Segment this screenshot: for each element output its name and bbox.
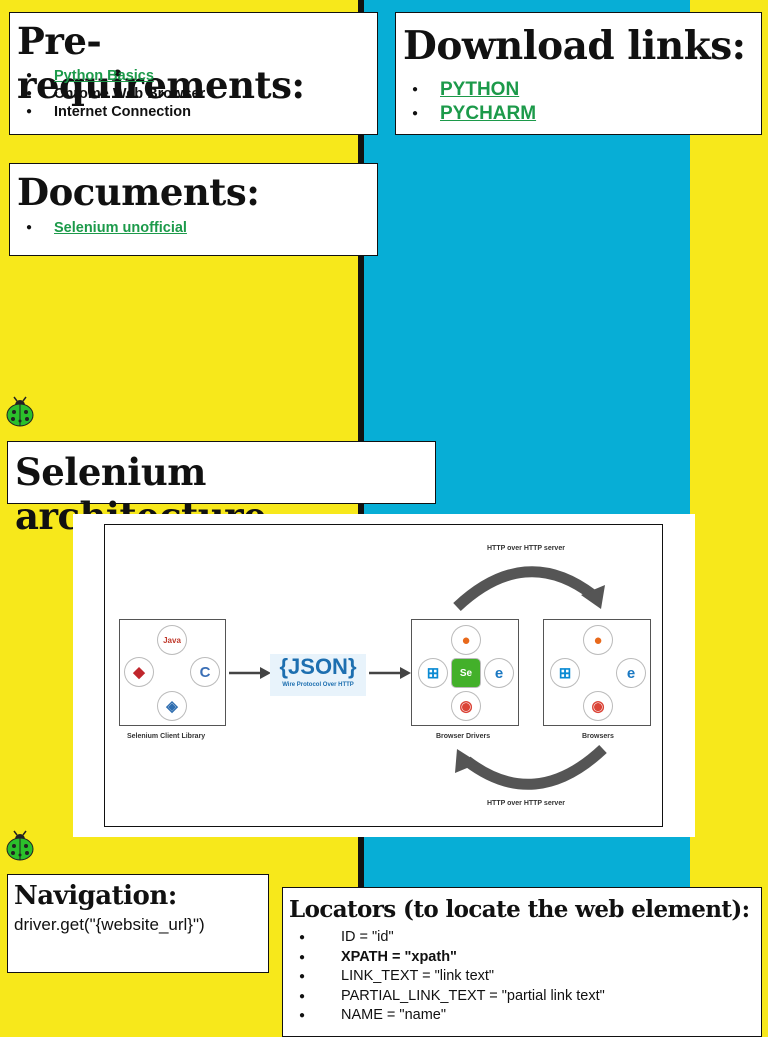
download-links-title: Download links:: [403, 23, 746, 69]
navigation-card: Navigation: driver.get("{website_url}"): [7, 874, 269, 973]
list-item: Python Basics: [10, 67, 205, 85]
navigation-title: Navigation:: [14, 881, 177, 911]
architecture-title-card: Selenium architecture: [7, 441, 436, 538]
arrow-top-curve: [453, 566, 605, 612]
navigation-code: driver.get("{website_url}"): [14, 915, 205, 934]
locators-list: ID = "id" XPATH = "xpath" LINK_TEXT = "l…: [283, 928, 605, 1026]
selenium-icon: Se: [452, 659, 480, 687]
csharp-icon: C: [191, 658, 219, 686]
selenium-unofficial-link[interactable]: Selenium unofficial: [54, 220, 187, 236]
json-text: {JSON}: [279, 654, 357, 679]
chrome-icon: ◉: [584, 692, 612, 720]
locators-card: Locators (to locate the web element): ID…: [282, 887, 762, 1037]
chrome-icon: ◉: [452, 692, 480, 720]
list-item: Selenium unofficial: [10, 219, 187, 237]
locators-title: Locators (to locate the web element):: [289, 896, 750, 923]
python-icon: ◈: [158, 692, 186, 720]
architecture-diagram-frame: HTTP over HTTP server Java ◆ C ◈ Seleniu…: [104, 524, 663, 827]
pycharm-download-link[interactable]: PYCHARM: [440, 103, 537, 124]
firefox-icon: ●: [452, 626, 480, 654]
firefox-icon: ●: [584, 626, 612, 654]
json-sub-text: Wire Protocol Over HTTP: [282, 682, 354, 688]
python-basics-link[interactable]: Python Basics: [54, 68, 154, 84]
list-item: PYCHARM: [396, 102, 536, 126]
documents-card: Documents: Selenium unofficial: [9, 163, 378, 256]
edge-icon: e: [617, 659, 645, 687]
pre-requirements-list: Python Basics Chrome Web Browser Interne…: [10, 67, 205, 121]
browsers-box: ● ⊞ e ◉: [543, 619, 651, 726]
ladybug-icon: [6, 396, 34, 427]
blue-column-background: [362, 0, 690, 1024]
list-item: PYTHON: [396, 78, 536, 102]
download-links-list: PYTHON PYCHARM: [396, 78, 536, 126]
json-badge: {JSON} Wire Protocol Over HTTP: [270, 654, 366, 696]
arrow-to-json: [229, 667, 271, 679]
java-icon: Java: [158, 626, 186, 654]
list-item: Chrome Web Browser: [10, 85, 205, 103]
divider-line: [358, 0, 364, 1024]
windows-icon: ⊞: [419, 659, 447, 687]
list-item: ID = "id": [283, 928, 605, 948]
documents-title: Documents:: [17, 170, 260, 214]
client-library-box: Java ◆ C ◈: [119, 619, 226, 726]
arrow-bottom-curve: [455, 744, 607, 790]
edge-icon: e: [485, 659, 513, 687]
list-item: Internet Connection: [10, 103, 205, 121]
ladybug-icon: [6, 830, 34, 861]
documents-list: Selenium unofficial: [10, 219, 187, 237]
browsers-label: Browsers: [582, 733, 614, 740]
python-download-link[interactable]: PYTHON: [440, 79, 520, 100]
http-top-label: HTTP over HTTP server: [487, 545, 565, 552]
browser-drivers-box: ● ⊞ Se e ◉: [411, 619, 519, 726]
list-item: PARTIAL_LINK_TEXT = "partial link text": [283, 987, 605, 1007]
list-item: XPATH = "xpath": [283, 948, 605, 968]
download-links-card: Download links: PYTHON PYCHARM: [395, 12, 762, 135]
http-bottom-label: HTTP over HTTP server: [487, 800, 565, 807]
list-item: LINK_TEXT = "link text": [283, 967, 605, 987]
list-item: NAME = "name": [283, 1006, 605, 1026]
pre-requirements-card: Pre-requirements: Python Basics Chrome W…: [9, 12, 378, 135]
ruby-icon: ◆: [125, 658, 153, 686]
windows-icon: ⊞: [551, 659, 579, 687]
architecture-diagram: HTTP over HTTP server Java ◆ C ◈ Seleniu…: [73, 514, 695, 837]
browser-drivers-label: Browser Drivers: [436, 733, 491, 740]
client-library-label: Selenium Client Library: [127, 733, 206, 740]
arrow-to-drivers: [369, 667, 411, 679]
